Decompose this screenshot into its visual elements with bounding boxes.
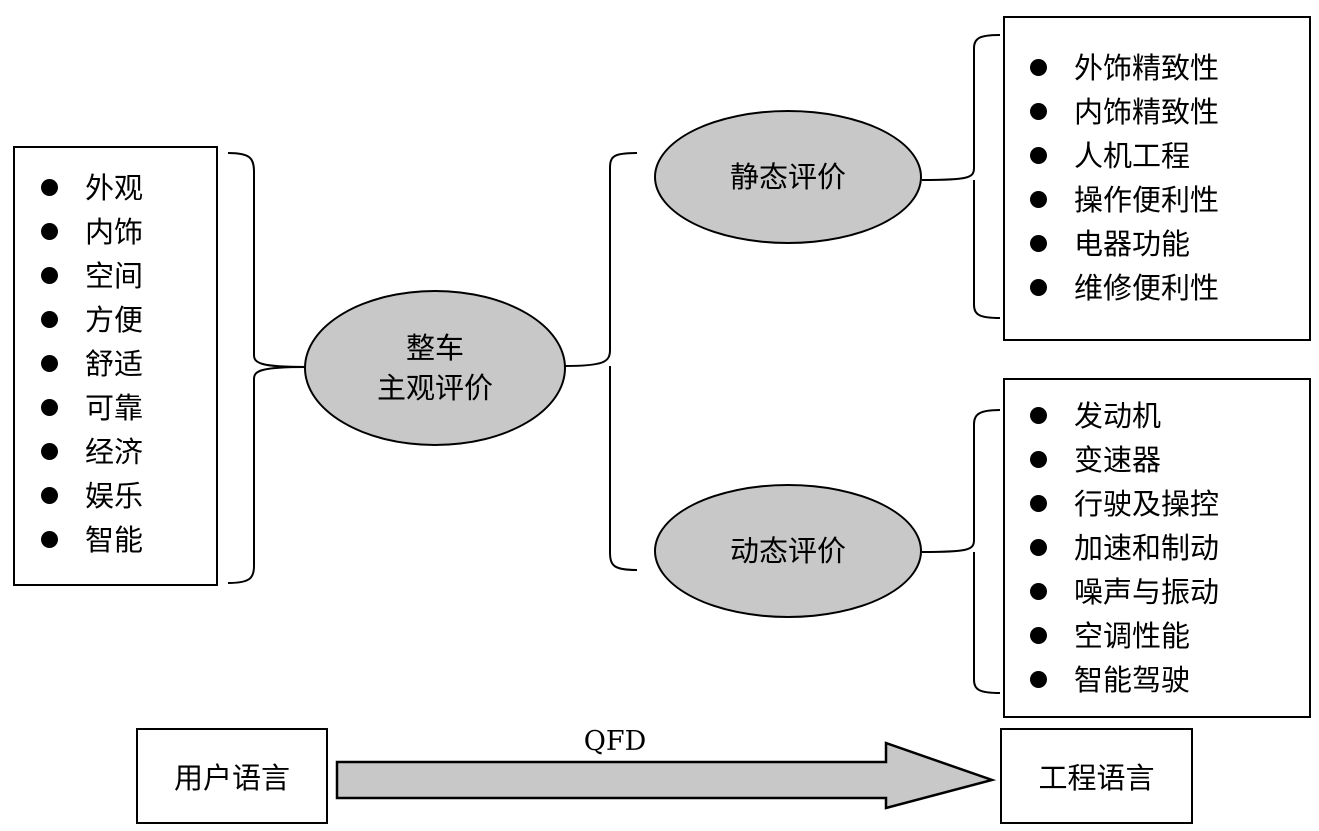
dynamic-evaluation-label: 动态评价 <box>729 534 846 568</box>
dynamic-items-list: 发动机 变速器 行驶及操控 加速和制动 噪声与振动 空调性能 智能驾驶 <box>1030 394 1219 702</box>
list-item: 空调性能 <box>1030 614 1219 658</box>
list-item: 娱乐 <box>41 474 143 518</box>
list-item: 人机工程 <box>1030 134 1219 178</box>
qfd-arrow <box>335 741 997 810</box>
list-item: 外饰精致性 <box>1030 46 1219 90</box>
list-item: 外观 <box>41 166 143 210</box>
user-needs-list: 外观 内饰 空间 方便 舒适 可靠 经济 娱乐 智能 <box>41 166 143 562</box>
center-evaluation-node: 整车 主观评价 <box>304 290 566 446</box>
list-item: 可靠 <box>41 386 143 430</box>
engineering-language-box: 工程语言 <box>1000 728 1193 824</box>
list-item: 内饰 <box>41 210 143 254</box>
static-evaluation-label: 静态评价 <box>729 160 846 194</box>
left-brace <box>227 152 307 584</box>
dynamic-evaluation-node: 动态评价 <box>654 484 922 618</box>
list-item: 加速和制动 <box>1030 526 1219 570</box>
engineering-language-label: 工程语言 <box>1038 761 1155 795</box>
list-item: 噪声与振动 <box>1030 570 1219 614</box>
user-needs-box: 外观 内饰 空间 方便 舒适 可靠 经济 娱乐 智能 <box>13 146 218 586</box>
center-line2: 主观评价 <box>376 371 493 405</box>
list-item: 智能 <box>41 518 143 562</box>
list-item: 方便 <box>41 298 143 342</box>
list-item: 发动机 <box>1030 394 1219 438</box>
list-item: 行驶及操控 <box>1030 482 1219 526</box>
static-items-list: 外饰精致性 内饰精致性 人机工程 操作便利性 电器功能 维修便利性 <box>1030 46 1219 310</box>
center-line1: 整车 <box>405 331 464 365</box>
dynamic-items-box: 发动机 变速器 行驶及操控 加速和制动 噪声与振动 空调性能 智能驾驶 <box>1003 378 1311 718</box>
list-item: 内饰精致性 <box>1030 90 1219 134</box>
list-item: 变速器 <box>1030 438 1219 482</box>
center-brace <box>563 152 638 571</box>
list-item: 电器功能 <box>1030 222 1219 266</box>
user-language-box: 用户语言 <box>136 728 328 824</box>
list-item: 操作便利性 <box>1030 178 1219 222</box>
list-item: 舒适 <box>41 342 143 386</box>
list-item: 空间 <box>41 254 143 298</box>
static-brace <box>921 34 1001 319</box>
qfd-label: QFD <box>583 726 647 757</box>
user-language-label: 用户语言 <box>173 761 290 795</box>
dynamic-brace <box>921 409 1001 694</box>
list-item: 经济 <box>41 430 143 474</box>
list-item: 维修便利性 <box>1030 266 1219 310</box>
list-item: 智能驾驶 <box>1030 658 1219 702</box>
static-items-box: 外饰精致性 内饰精致性 人机工程 操作便利性 电器功能 维修便利性 <box>1003 16 1311 341</box>
static-evaluation-node: 静态评价 <box>654 110 922 244</box>
